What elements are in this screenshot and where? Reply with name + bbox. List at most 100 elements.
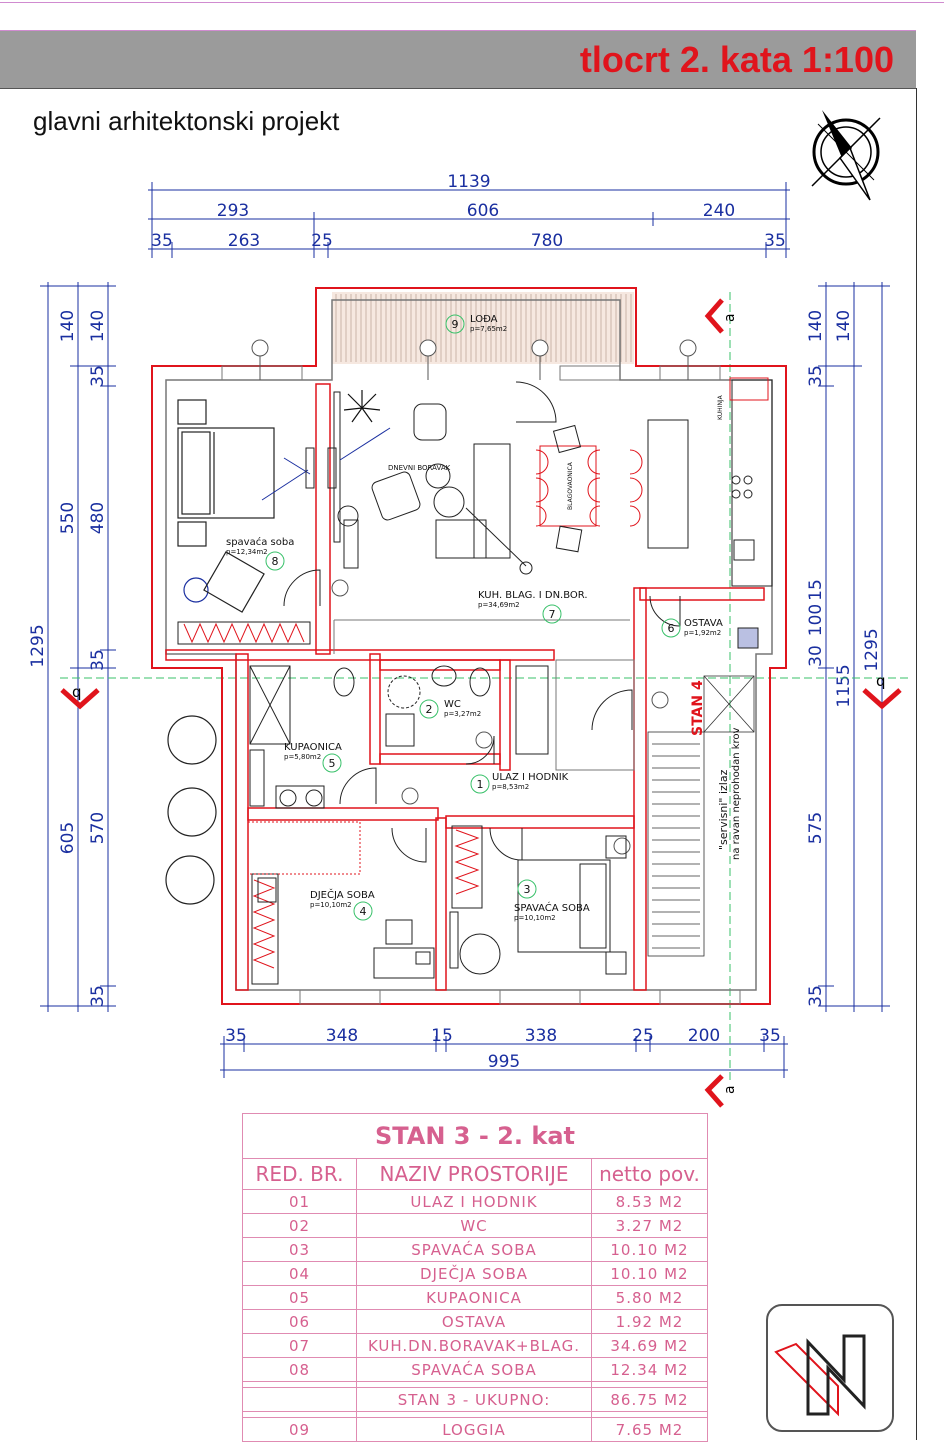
dim-right-d: 15 <box>806 579 826 601</box>
section-lines <box>60 292 908 1080</box>
table-title: STAN 3 - 2. kat <box>242 1113 708 1159</box>
label-stan-4: STAN 4 <box>690 680 706 736</box>
room-7: KUH. BLAG. I DN.BOR. p=34,69m2 7 <box>478 590 588 624</box>
col-header-nr: RED. BR. <box>242 1158 357 1190</box>
childrens-room-furniture <box>247 821 435 979</box>
label-dnevni-boravak: DNEVNI BORAVAK <box>388 464 451 472</box>
dim-right-b: 140 <box>806 310 826 342</box>
col-header-name: NAZIV PROSTORIJE <box>356 1158 592 1190</box>
room-1: 1 ULAZ I HODNIK p=8,53m2 <box>470 772 569 794</box>
dim-bottom-e: 25 <box>632 1026 654 1046</box>
dim-left-e: 35 <box>88 365 108 387</box>
room-number: 3 <box>524 883 531 896</box>
room-2: 2 WC p=3,27m2 <box>419 699 481 719</box>
dim-right-c: 35 <box>806 365 826 387</box>
dim-bottom-a: 35 <box>225 1026 247 1046</box>
dim-top-h: 35 <box>764 231 786 251</box>
dim-bottom-g: 35 <box>759 1026 781 1046</box>
bathroom-fixtures <box>249 665 491 809</box>
floor-plan: 1139 293 606 240 35 263 25 780 35 140 55… <box>28 110 908 1108</box>
room-area: p=10,10m2 <box>514 914 556 922</box>
top-rule <box>0 2 944 3</box>
dim-right-e: 100 <box>806 604 826 636</box>
label-neprohodan-krov: na ravan neprohodan krov <box>731 727 742 860</box>
dim-bottom-f: 200 <box>688 1026 720 1046</box>
cell-area: 3.27 M2 <box>591 1213 708 1238</box>
cell-name: KUH.DN.BORAVAK+BLAG. <box>356 1333 592 1358</box>
dining-chairs <box>535 445 643 527</box>
room-area: p=34,69m2 <box>478 601 520 609</box>
tv-indicators <box>261 427 391 501</box>
dimension-lines-bottom <box>220 1036 788 1078</box>
loggia-hatch <box>332 292 634 364</box>
cell-area: 12.34 M2 <box>591 1357 708 1382</box>
cell-area: 86.75 M2 <box>591 1387 708 1412</box>
room-8: spavaća soba p=12,34m2 8 <box>226 536 294 571</box>
dim-top-f: 25 <box>311 231 333 251</box>
table-row: STAN 3 - UKUPNO:86.75 M2 <box>242 1387 708 1412</box>
cell-area: 5.80 M2 <box>591 1285 708 1310</box>
col-header-area: netto pov. <box>591 1158 708 1190</box>
dim-left-i: 35 <box>88 985 108 1007</box>
room-name: LOĐA <box>470 314 498 325</box>
room-name: SPAVAĆA SOBA <box>514 901 590 914</box>
room-name: OSTAVA <box>684 618 723 629</box>
cell-name: LOGGIA <box>356 1417 592 1442</box>
cell-nr: 09 <box>242 1417 357 1442</box>
agency-logo-icon <box>766 1304 894 1432</box>
dim-bottom-b: 348 <box>326 1026 358 1046</box>
title-bar: tlocrt 2. kata 1:100 <box>0 30 916 89</box>
room-4: DJEČJA SOBA p=10,10m2 4 <box>310 888 375 921</box>
section-mark-q-left: q <box>72 683 82 701</box>
plant-icon <box>343 390 381 423</box>
cell-name: DJEČJA SOBA <box>356 1261 592 1286</box>
room-area: p=5,80m2 <box>284 753 321 761</box>
cell-nr <box>242 1387 357 1412</box>
wardrobes <box>177 621 549 985</box>
cell-name: STAN 3 - UKUPNO: <box>356 1387 592 1412</box>
section-marks: a a q q <box>60 298 902 1108</box>
bed-room-8 <box>177 399 275 613</box>
dim-right-g: 1155 <box>834 664 854 707</box>
dim-left-f: 480 <box>88 502 108 534</box>
room-6: 6 OSTAVA p=1,92m2 <box>661 618 723 638</box>
kitchen-furniture <box>647 377 773 587</box>
cell-nr: 01 <box>242 1189 357 1214</box>
dim-right-f: 30 <box>806 645 826 667</box>
dim-top-d: 35 <box>151 231 173 251</box>
cell-name: KUPAONICA <box>356 1285 592 1310</box>
room-area: p=10,10m2 <box>310 901 352 909</box>
dim-bottom-c: 15 <box>431 1026 453 1046</box>
cell-area: 34.69 M2 <box>591 1333 708 1358</box>
cell-name: WC <box>356 1213 592 1238</box>
dim-right-i: 35 <box>806 985 826 1007</box>
room-number: 6 <box>668 622 675 635</box>
dim-top-g: 780 <box>531 231 563 251</box>
dim-top-b: 606 <box>467 201 499 221</box>
dim-right-h: 575 <box>806 812 826 844</box>
label-blagovaonica: BLAGOVAONICA <box>567 461 574 510</box>
section-mark-a-top: a <box>722 313 738 322</box>
section-mark-a-bottom: a <box>722 1085 738 1094</box>
room-9: 9 LOĐA p=7,65m2 <box>445 314 507 334</box>
room-number: 1 <box>477 778 484 791</box>
windows <box>221 365 741 1005</box>
room-name: WC <box>444 699 461 710</box>
living-furniture <box>333 391 583 575</box>
frame-rule <box>916 88 917 1440</box>
dim-left-d: 140 <box>88 310 108 342</box>
tree-icons <box>165 715 217 905</box>
room-name: spavaća soba <box>226 536 294 548</box>
room-area: p=8,53m2 <box>492 783 529 791</box>
room-area: p=1,92m2 <box>684 629 721 637</box>
cell-name: ULAZ I HODNIK <box>356 1189 592 1214</box>
room-area-table: STAN 3 - 2. kat RED. BR. NAZIV PROSTORIJ… <box>242 1113 708 1442</box>
cell-name: SPAVAĆA SOBA <box>356 1357 592 1382</box>
room-3: 3 SPAVAĆA SOBA p=10,10m2 <box>514 879 590 922</box>
room-number: 7 <box>549 608 556 621</box>
